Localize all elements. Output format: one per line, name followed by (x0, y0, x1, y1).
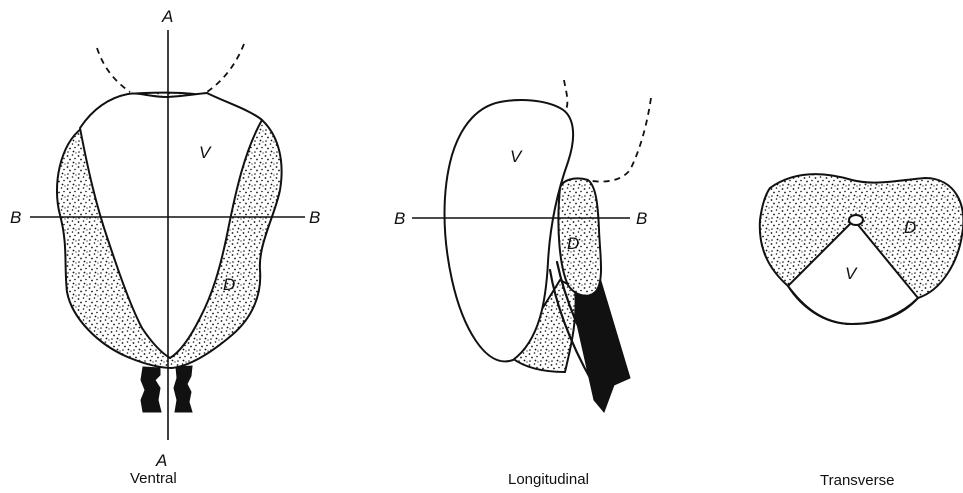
ventral-axis-b-left-label: B (10, 208, 21, 227)
longitudinal-caption: Longitudinal (508, 471, 589, 488)
ventral-figure (30, 30, 305, 440)
ventral-d-label: D (223, 275, 235, 294)
transverse-canal (849, 215, 863, 225)
ventral-caption: Ventral (130, 470, 177, 487)
longitudinal-axis-b-right-label: B (636, 209, 647, 228)
ventral-left-root (141, 367, 161, 412)
ventral-dashed-outline-left (97, 48, 130, 92)
longitudinal-d-label: D (567, 234, 579, 253)
transverse-d-label: D (904, 218, 916, 237)
ventral-v-label: V (199, 143, 212, 162)
ventral-dashed-outline-right (207, 44, 244, 92)
longitudinal-figure (412, 80, 651, 412)
longitudinal-v-label: V (510, 147, 523, 166)
ventral-axis-b-right-label: B (309, 208, 320, 227)
transverse-caption: Transverse (820, 472, 894, 489)
longitudinal-dentine-region (558, 178, 601, 295)
transverse-v-label: V (845, 264, 858, 283)
ventral-right-root (174, 366, 192, 412)
ventral-axis-a-top-label: A (161, 7, 173, 26)
transverse-figure (760, 174, 963, 324)
ventral-axis-a-bottom-label: A (155, 451, 167, 470)
longitudinal-dashed-outline-right (592, 98, 651, 182)
longitudinal-axis-b-left-label: B (394, 209, 405, 228)
longitudinal-dashed-outline-left (564, 80, 567, 112)
